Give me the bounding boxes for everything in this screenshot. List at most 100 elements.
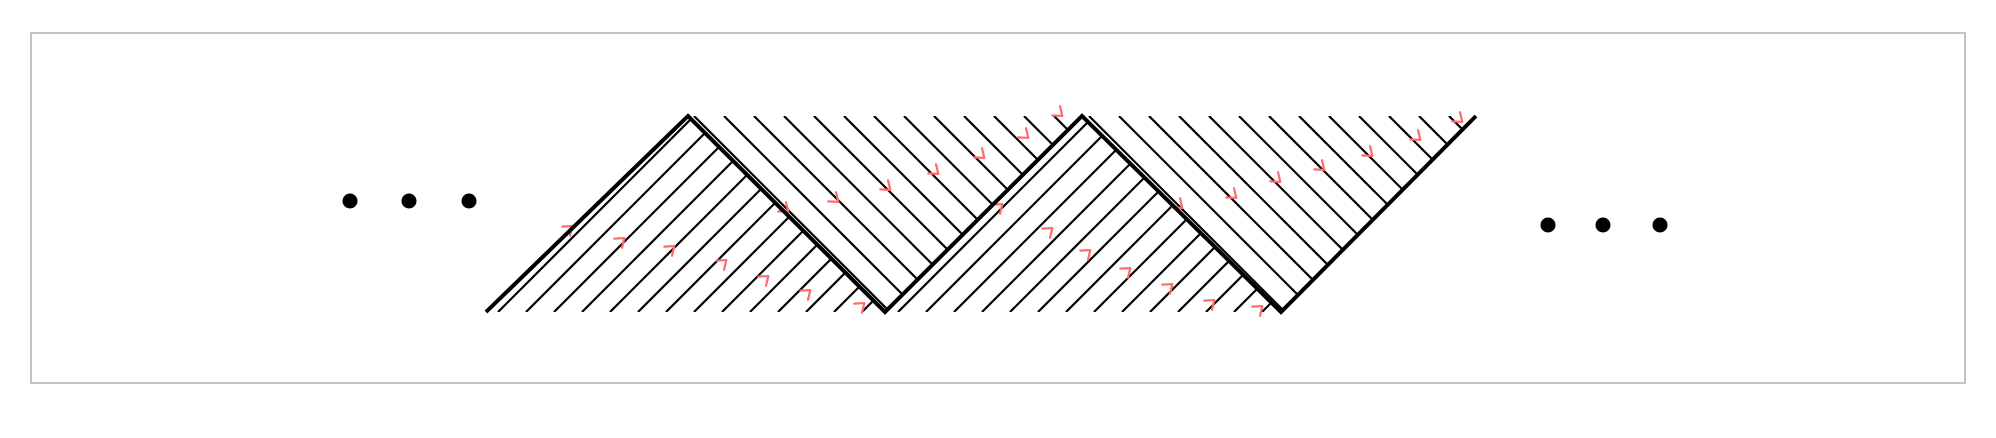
hatch-line <box>1358 116 1476 312</box>
chevron-right-icon <box>1451 111 1464 124</box>
hatch-line <box>497 116 695 312</box>
hatch-line <box>890 116 1086 312</box>
hatch-line <box>1233 116 1281 312</box>
hatch-line <box>1082 116 1256 312</box>
hatch-line <box>1430 116 1626 312</box>
chevron-right-icon <box>1161 282 1174 295</box>
left-ellipsis <box>342 193 477 209</box>
right-ellipsis <box>1540 217 1668 233</box>
hatch-line <box>993 116 1082 312</box>
hatch-line <box>885 116 983 312</box>
ellipsis-dot <box>1652 217 1668 233</box>
hatch-line <box>721 116 885 312</box>
chevron-right-icon <box>613 236 626 249</box>
chevron-right-icon <box>1269 171 1282 184</box>
hatch-line <box>1486 116 1682 312</box>
chevron-right-icon <box>715 258 728 271</box>
flow-arrows <box>561 105 1464 317</box>
hatch-line <box>486 116 555 312</box>
hatch-line <box>1088 116 1286 312</box>
hatch-line <box>486 116 611 312</box>
ellipsis-dot <box>342 193 358 209</box>
ellipsis-dot <box>461 193 477 209</box>
hatch-line <box>974 116 1170 312</box>
hatch-line <box>1121 116 1281 312</box>
hatch-line <box>581 116 779 312</box>
hatch-line <box>1328 116 1476 312</box>
hatch-lines <box>274 116 1855 312</box>
chevron-right-icon <box>927 163 940 176</box>
hatch-line <box>777 116 885 312</box>
hatch-line <box>1479 116 1675 312</box>
hatch-line <box>1402 116 1598 312</box>
hatch-line <box>486 116 639 312</box>
hatch-line <box>1659 116 1855 312</box>
hatch-line <box>933 116 1082 312</box>
hatch-line <box>486 116 527 312</box>
ellipsis-dot <box>1540 217 1556 233</box>
hatch-line <box>1093 116 1281 312</box>
hatch-line <box>688 116 741 312</box>
hatch-line <box>274 116 470 312</box>
hatch-line <box>1082 116 1106 312</box>
hatch-line <box>885 116 927 312</box>
hatch-line <box>486 116 499 312</box>
hatch-line <box>885 116 1067 312</box>
chevron-right-icon <box>1079 248 1092 261</box>
hatch-line <box>783 116 981 312</box>
hatch-line <box>1114 116 1310 312</box>
hatch-line <box>885 116 1039 312</box>
hatch-line <box>1238 116 1436 312</box>
chevron-right-icon <box>799 288 812 301</box>
hatch-line <box>693 116 891 312</box>
hatch-line <box>1037 116 1235 312</box>
zigzag-line <box>484 113 1478 315</box>
hatch-line <box>963 116 1082 312</box>
hatch-line <box>1268 116 1466 312</box>
hatch-line <box>1629 116 1825 312</box>
hatch-line <box>1569 116 1765 312</box>
chevron-right-icon <box>1313 159 1326 172</box>
chevron-right-icon <box>1361 145 1374 158</box>
hatch-line <box>925 116 1123 312</box>
chevron-right-icon <box>1017 127 1030 140</box>
hatch-line <box>879 116 1075 312</box>
ellipsis-dot <box>401 193 417 209</box>
zigzag-outline <box>484 113 1478 315</box>
hatch-line <box>1205 116 1281 312</box>
hatch-line <box>1509 116 1705 312</box>
hatch-line <box>1002 116 1198 312</box>
chevron-right-icon <box>1251 304 1264 317</box>
chevron-right-icon <box>1051 105 1064 118</box>
chevron-right-icon <box>827 191 840 204</box>
hatch-line <box>918 116 1114 312</box>
hatch-line <box>486 116 667 312</box>
hatch-line <box>1234 116 1430 312</box>
hatch-line <box>1318 116 1514 312</box>
hatch-line <box>674 116 870 312</box>
hatch-line <box>1082 116 1226 312</box>
hatch-line <box>1264 116 1460 312</box>
hatch-line <box>1298 116 1476 312</box>
hatch-group <box>688 116 1460 312</box>
chevron-right-icon <box>1203 298 1216 311</box>
hatch-line <box>1174 116 1370 312</box>
hatch-line <box>1539 116 1735 312</box>
hatch-line <box>753 116 951 312</box>
hatch-line <box>1448 116 1476 312</box>
hatch-line <box>885 116 899 312</box>
ellipsis-dot <box>1595 217 1611 233</box>
hatch-line <box>1458 116 1654 312</box>
hatch-line <box>1599 116 1795 312</box>
hatch-line <box>1009 116 1207 312</box>
chevron-right-icon <box>757 274 770 287</box>
hatch-group <box>274 116 1198 312</box>
chevron-right-icon <box>1225 187 1238 200</box>
hatch-line <box>1261 116 1281 312</box>
chevron-right-icon <box>1041 226 1054 239</box>
chevron-right-icon <box>1409 129 1422 142</box>
chevron-right-icon <box>973 147 986 160</box>
chevron-right-icon <box>1119 266 1132 279</box>
hatch-line <box>723 116 921 312</box>
